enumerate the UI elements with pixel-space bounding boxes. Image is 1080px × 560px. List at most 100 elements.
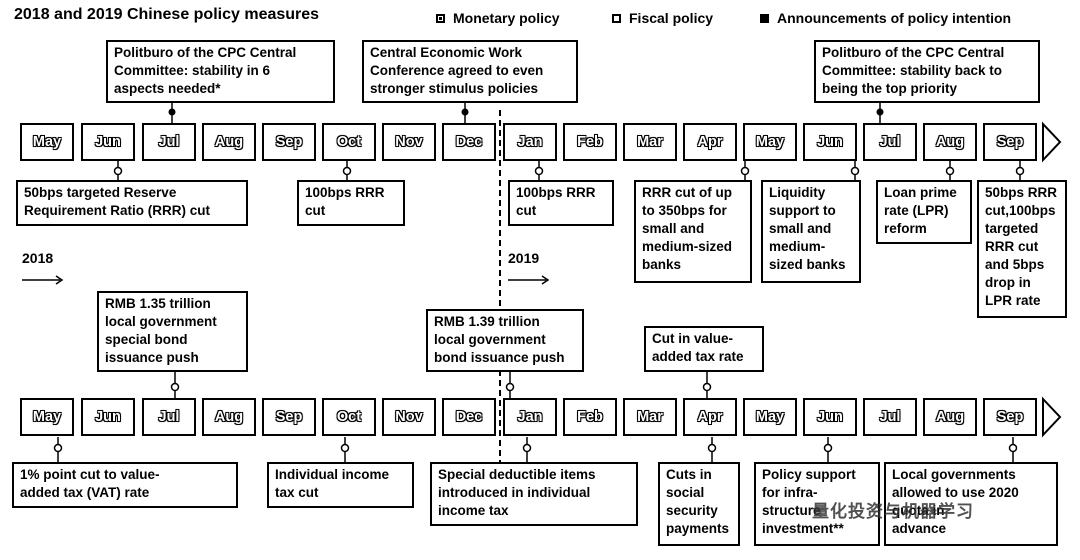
box-line: Politburo of the CPC Central: [822, 45, 1005, 60]
month-box: Dec: [442, 123, 496, 161]
marker-monetary: [850, 166, 860, 176]
legend-announcement: Announcements of policy intention: [760, 10, 1011, 26]
marker-fiscal: [170, 382, 180, 392]
month-box: Apr: [683, 398, 737, 436]
box-line: small and: [769, 221, 832, 236]
box-line: investment**: [762, 521, 844, 536]
month-label: Apr: [697, 409, 723, 425]
month-box: Nov: [382, 398, 436, 436]
marker-filled: [461, 108, 469, 116]
month-box: May: [743, 123, 797, 161]
box-line: cut: [305, 203, 326, 218]
month-label: Dec: [455, 409, 483, 425]
marker-filled: [168, 108, 176, 116]
box-line: 50bps RRR: [985, 185, 1058, 200]
month-label: May: [755, 134, 785, 150]
box-line: Politburo of the CPC Central: [114, 45, 297, 60]
month-box: Jul: [863, 123, 917, 161]
month-label: Feb: [577, 134, 603, 150]
box-line: rate (LPR): [884, 203, 949, 218]
month-box: May: [20, 123, 74, 161]
box-line: Special deductible items: [438, 467, 596, 482]
month-label: Oct: [336, 409, 362, 425]
box-line: LPR rate: [985, 293, 1041, 308]
box-line: aspects needed*: [114, 81, 221, 96]
monetary-box: Loan prime rate (LPR) reform: [876, 180, 972, 244]
box-line: small and: [642, 221, 705, 236]
box-line: medium-sized: [642, 239, 733, 254]
box-line: Liquidity: [769, 185, 826, 200]
month-label: Aug: [935, 409, 965, 425]
fiscal-box: Policy support for infra- structure inve…: [754, 462, 880, 546]
month-box: Feb: [563, 123, 617, 161]
marker-fiscal: [53, 443, 63, 453]
month-label: Jan: [517, 409, 543, 425]
box-line: Local governments: [892, 467, 1016, 482]
box-line: reform: [884, 221, 927, 236]
month-box: Jul: [863, 398, 917, 436]
fiscal-box: Cut in value- added tax rate: [644, 326, 764, 372]
month-box: Mar: [623, 398, 677, 436]
box-line: quota in: [892, 503, 945, 518]
monetary-box: 100bps RRR cut: [508, 180, 614, 226]
box-line: Central Economic Work: [370, 45, 523, 60]
month-box: Jan: [503, 123, 557, 161]
box-line: payments: [666, 521, 730, 536]
box-line: Loan prime: [884, 185, 957, 200]
box-line: local government: [105, 314, 217, 329]
month-box: Feb: [563, 398, 617, 436]
watermark: 量化投资与机器学习: [812, 502, 974, 521]
month-label: Sep: [996, 134, 1024, 150]
month-label: Oct: [336, 134, 362, 150]
box-line: 100bps RRR: [305, 185, 385, 200]
announcement-box: Central Economic Work Conference agreed …: [362, 40, 578, 103]
month-box: Aug: [923, 123, 977, 161]
month-box: Oct: [322, 398, 376, 436]
box-line: 100bps RRR: [516, 185, 596, 200]
box-line: drop in: [985, 275, 1031, 290]
month-box: Jun: [803, 398, 857, 436]
month-box: May: [20, 398, 74, 436]
cross-square-icon: [436, 13, 445, 23]
legend-monetary: Monetary policy: [436, 10, 560, 26]
box-line: income tax: [438, 503, 509, 518]
fiscal-box: Local governments allowed to use 2020 qu…: [884, 462, 1058, 546]
box-line: Committee: stability in 6: [114, 63, 271, 78]
marker-monetary: [342, 166, 352, 176]
box-line: allowed to use 2020: [892, 485, 1019, 500]
fiscal-box: RMB 1.39 trillion local government bond …: [426, 309, 584, 372]
month-label: Jun: [817, 409, 843, 425]
box-line: RMB 1.39 trillion: [434, 314, 540, 329]
box-line: local government: [434, 332, 546, 347]
timeline-arrow-top: [1042, 121, 1062, 163]
announcement-box: Politburo of the CPC Central Committee: …: [106, 40, 335, 103]
marker-fiscal: [505, 382, 515, 392]
month-box: May: [743, 398, 797, 436]
month-box: Mar: [623, 123, 677, 161]
box-line: security: [666, 503, 718, 518]
marker-monetary: [945, 166, 955, 176]
month-label: Sep: [996, 409, 1024, 425]
box-line: Committee: stability back to: [822, 63, 1003, 78]
box-line: issuance push: [105, 350, 199, 365]
box-line: for infra-: [762, 485, 818, 500]
month-label: Jan: [517, 134, 543, 150]
month-label: Aug: [214, 134, 244, 150]
box-line: to 350bps for: [642, 203, 727, 218]
year-label-2018: 2018: [22, 250, 54, 266]
month-label: Aug: [214, 409, 244, 425]
month-box: Sep: [262, 398, 316, 436]
monetary-box: 50bps targeted Reserve Requirement Ratio…: [16, 180, 248, 226]
month-box: Nov: [382, 123, 436, 161]
arrow-2019-head: [541, 275, 550, 285]
box-line: added tax (VAT) rate: [20, 485, 150, 500]
box-line: 1% point cut to value-: [20, 467, 160, 482]
month-label: May: [32, 409, 62, 425]
month-box: Jun: [81, 398, 135, 436]
month-box: Jun: [803, 123, 857, 161]
month-label: Dec: [455, 134, 483, 150]
month-label: May: [32, 134, 62, 150]
box-line: RRR cut: [985, 239, 1039, 254]
fiscal-box: Individual income tax cut: [267, 462, 414, 508]
arrow-2018-head: [55, 275, 64, 285]
